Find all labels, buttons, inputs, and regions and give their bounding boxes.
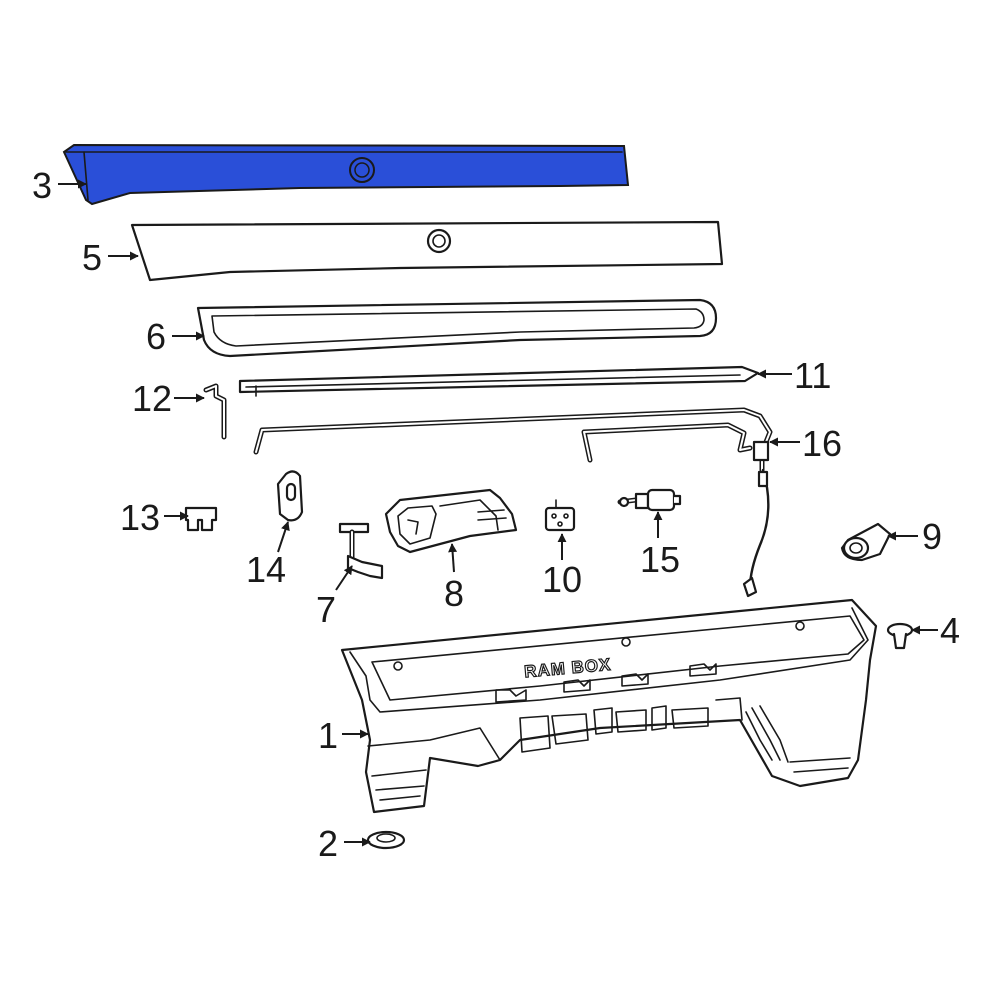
callout-12[interactable]: 12 (132, 378, 172, 419)
part-16-cable-assembly[interactable] (253, 407, 773, 598)
part-5-panel[interactable] (130, 220, 724, 282)
part-14-striker[interactable] (276, 470, 304, 522)
callout-7[interactable]: 7 (316, 589, 336, 630)
part-4-push-pin[interactable] (886, 622, 914, 650)
callout-3[interactable]: 3 (32, 165, 52, 206)
part-8-latch-housing[interactable] (384, 488, 518, 554)
part-11-rod[interactable] (238, 365, 760, 397)
callout-1[interactable]: 1 (318, 715, 338, 756)
callouts: 3 5 6 11 12 16 13 14 7 8 10 15 9 (32, 165, 960, 864)
callout-2[interactable]: 2 (318, 823, 338, 864)
callout-10[interactable]: 10 (542, 559, 582, 600)
callout-5[interactable]: 5 (82, 237, 102, 278)
part-1-bin-box[interactable]: RAM BOX (340, 598, 878, 814)
part-15-lock-cylinder[interactable] (617, 488, 682, 512)
callout-14[interactable]: 14 (246, 549, 286, 590)
part-6-seal[interactable] (196, 298, 718, 358)
callout-13[interactable]: 13 (120, 497, 160, 538)
part-12-bracket[interactable] (203, 383, 227, 440)
part-2-grommet[interactable] (366, 830, 406, 850)
callout-8[interactable]: 8 (444, 573, 464, 614)
callout-16[interactable]: 16 (802, 423, 842, 464)
part-3-highlighted-panel[interactable] (62, 143, 630, 206)
part-13-clip[interactable] (184, 506, 218, 532)
callout-6[interactable]: 6 (146, 316, 166, 357)
part-7-switch[interactable] (338, 522, 384, 580)
part-9-lock-bezel[interactable] (840, 522, 892, 562)
callout-15[interactable]: 15 (640, 539, 680, 580)
callout-11[interactable]: 11 (794, 355, 831, 396)
callout-9[interactable]: 9 (922, 516, 942, 557)
part-10-bracket-plate[interactable] (544, 499, 576, 532)
callout-4[interactable]: 4 (940, 610, 960, 651)
